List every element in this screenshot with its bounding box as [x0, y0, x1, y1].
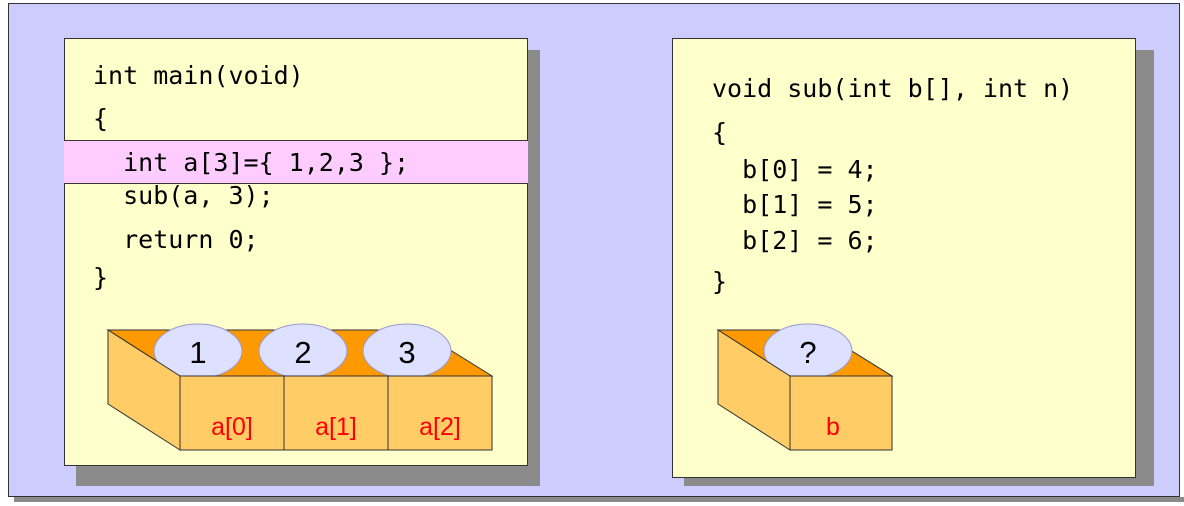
- sub-code-line-4: b[1] = 5;: [712, 190, 878, 219]
- sub-code-line-6: }: [712, 267, 728, 296]
- cell-b: [789, 375, 893, 451]
- label-a0: a[0]: [211, 413, 253, 441]
- sub-code-line-5: b[2] = 6;: [712, 226, 878, 255]
- main-code-line-4: sub(a, 3);: [93, 181, 274, 210]
- label-a1: a[1]: [315, 413, 357, 441]
- label-b: b: [826, 413, 840, 441]
- sub-code-line-1: void sub(int b[], int n): [712, 74, 1074, 103]
- value-a0: 1: [189, 335, 206, 370]
- main-code-line-6: }: [93, 263, 109, 292]
- slide-shadow: [14, 497, 1184, 502]
- main-code-line-1: int main(void): [93, 61, 304, 90]
- cell-a2: [387, 375, 493, 451]
- value-b: ?: [799, 335, 816, 370]
- value-a2: 3: [398, 335, 415, 370]
- highlighted-line: [64, 140, 528, 184]
- array-b-diagram: ? b: [716, 323, 894, 451]
- array-a-diagram: 1 2 3 a[0] a[1] a[2]: [106, 323, 494, 451]
- value-a1: 2: [294, 335, 311, 370]
- main-code-line-2: {: [93, 104, 109, 133]
- main-code-line-5: return 0;: [93, 225, 259, 254]
- label-a2: a[2]: [419, 413, 461, 441]
- main-code-line-3: int a[3]={ 1,2,3 };: [93, 148, 410, 177]
- sub-code-line-3: b[0] = 4;: [712, 155, 878, 184]
- sub-code-line-2: {: [712, 118, 728, 147]
- sub-code-area: void sub(int b[], int n) { b[0] = 4; b[1…: [672, 38, 1184, 478]
